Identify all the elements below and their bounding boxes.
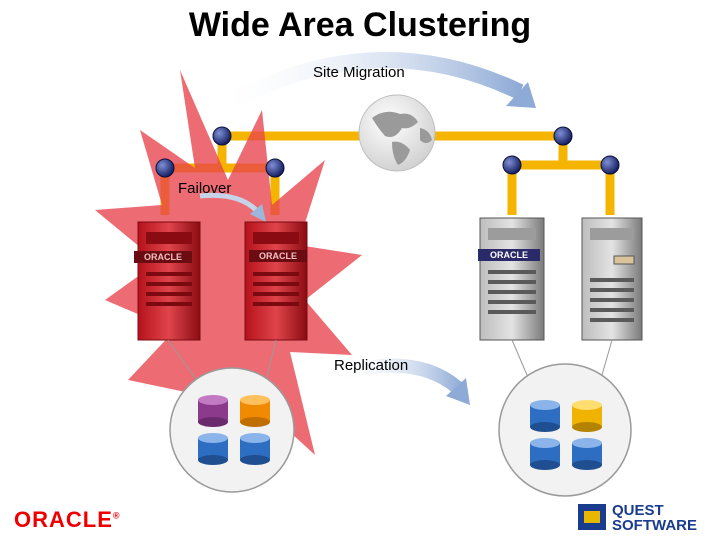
failed-server-primary: ORACLE bbox=[134, 221, 201, 341]
database-icon bbox=[240, 433, 270, 465]
server-brand-label: ORACLE bbox=[144, 252, 182, 262]
quest-mark-icon bbox=[578, 504, 606, 530]
globe-icon bbox=[358, 94, 436, 172]
database-icon bbox=[198, 433, 228, 465]
database-icons-remote bbox=[530, 400, 602, 470]
oracle-badge bbox=[478, 249, 540, 261]
database-icon bbox=[240, 395, 270, 427]
oracle-logo: ORACLE® bbox=[14, 507, 121, 532]
failed-server-secondary: ORACLE bbox=[244, 221, 308, 341]
database-icon bbox=[530, 438, 560, 470]
quest-software-logo: QUEST SOFTWARE bbox=[578, 500, 718, 534]
failover-arrow bbox=[199, 192, 266, 222]
storage-pool-remote bbox=[498, 339, 632, 497]
database-icon bbox=[530, 400, 560, 432]
database-icons-failed bbox=[198, 395, 270, 465]
network-nodes bbox=[155, 126, 620, 178]
replication-label: Replication bbox=[334, 357, 409, 374]
database-icon bbox=[572, 400, 602, 432]
server-brand-label: ORACLE bbox=[490, 250, 528, 260]
database-icon bbox=[198, 395, 228, 427]
oracle-logo-text: ORACLE bbox=[14, 507, 113, 532]
site-migration-arrow bbox=[210, 52, 536, 117]
oracle-badge bbox=[134, 251, 192, 263]
site-migration-label: Site Migration bbox=[313, 64, 405, 81]
database-icon bbox=[572, 438, 602, 470]
slide-title: Wide Area Clustering bbox=[188, 6, 532, 44]
quest-logo-line2: SOFTWARE bbox=[612, 517, 697, 534]
quest-logo-line1: QUEST bbox=[612, 502, 664, 519]
remote-server-secondary bbox=[581, 217, 643, 341]
server-brand-label: ORACLE bbox=[259, 251, 297, 261]
remote-server-primary: ORACLE bbox=[478, 217, 545, 341]
replication-arrow bbox=[333, 358, 470, 405]
oracle-badge bbox=[249, 250, 307, 262]
failover-label: Failover bbox=[178, 180, 232, 197]
